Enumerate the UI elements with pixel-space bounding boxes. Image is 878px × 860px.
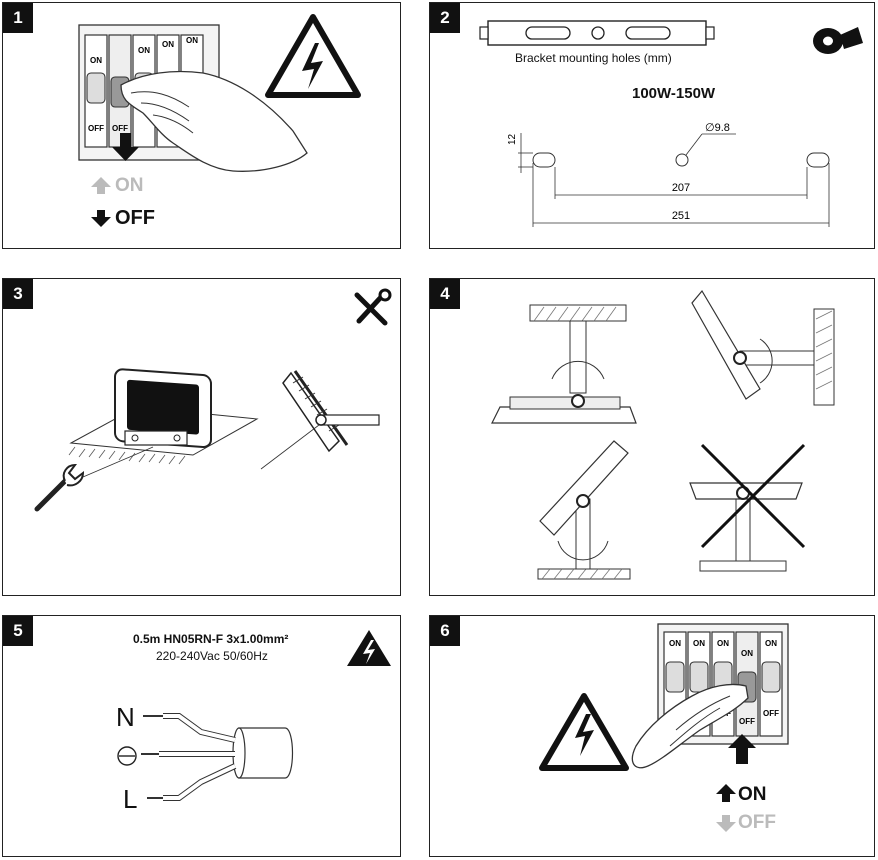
bracket-dimension-drawing: 12 ∅9.8 207 251 bbox=[479, 20, 863, 227]
voltage-rating: 220-240Vac 50/60Hz bbox=[156, 649, 268, 663]
step-3-panel: 3 bbox=[2, 278, 401, 596]
off-legend-label: OFF bbox=[738, 812, 776, 833]
breaker-on-label: ON bbox=[765, 639, 777, 648]
step-3-number: 3 bbox=[3, 279, 33, 309]
on-legend-label: ON bbox=[738, 784, 767, 805]
breaker-off-label: OFF bbox=[739, 717, 755, 726]
step-2-panel: 2 12 ∅9.8 207 251 Bracket mount bbox=[429, 2, 875, 249]
mounting-orientations bbox=[491, 289, 835, 580]
height-dimension: 12 bbox=[507, 133, 518, 145]
breaker-off-label: OFF bbox=[88, 124, 104, 133]
step-5-panel: 5 0.5m HN05RN-F 3x1.00mm² 220-240Vac 50/… bbox=[2, 615, 401, 857]
step-6-number: 6 bbox=[430, 616, 460, 646]
breaker-on-illustration: ON ON ON ON ON OFF OFF OFF OFF bbox=[539, 623, 789, 832]
breaker-off-illustration: ON ON ON ON OFF OFF bbox=[78, 14, 361, 227]
step-2-number: 2 bbox=[430, 3, 460, 33]
step-5-number: 5 bbox=[3, 616, 33, 646]
breaker-on-label: ON bbox=[186, 36, 198, 45]
breaker-on-label: ON bbox=[162, 40, 174, 49]
cable-spec: 0.5m HN05RN-F 3x1.00mm² bbox=[133, 632, 289, 646]
breaker-on-label: ON bbox=[741, 649, 753, 658]
not-allowed-cross bbox=[700, 443, 806, 549]
tools-icon bbox=[354, 292, 388, 326]
model-label: 100W-150W bbox=[632, 85, 716, 102]
breaker-on-label: ON bbox=[717, 639, 729, 648]
on-legend-label: ON bbox=[115, 175, 144, 196]
step-4-panel: 4 bbox=[429, 278, 875, 596]
breaker-on-label: ON bbox=[693, 639, 705, 648]
step-6-panel: 6 ON ON ON ON ON OFF OFF OFF OFF bbox=[429, 615, 875, 857]
breaker-on-label: ON bbox=[138, 46, 150, 55]
breaker-on-label: ON bbox=[90, 56, 102, 65]
neutral-label: N bbox=[116, 702, 135, 732]
breaker-off-label: OFF bbox=[112, 124, 128, 133]
live-label: L bbox=[123, 784, 138, 814]
step-1-number: 1 bbox=[3, 3, 33, 33]
hole-diameter-dimension: ∅9.8 bbox=[705, 122, 730, 134]
mounting-illustration bbox=[34, 288, 392, 512]
off-legend-label: OFF bbox=[115, 207, 155, 229]
breaker-on-label: ON bbox=[669, 639, 681, 648]
step-4-number: 4 bbox=[430, 279, 460, 309]
inner-dimension: 207 bbox=[672, 182, 690, 194]
bracket-caption: Bracket mounting holes (mm) bbox=[515, 51, 672, 65]
step-1-panel: 1 ON ON ON ON OFF OFF bbox=[2, 2, 401, 249]
breaker-off-label: OFF bbox=[763, 709, 779, 718]
outer-dimension: 251 bbox=[672, 210, 690, 222]
wiring-diagram bbox=[117, 630, 391, 801]
